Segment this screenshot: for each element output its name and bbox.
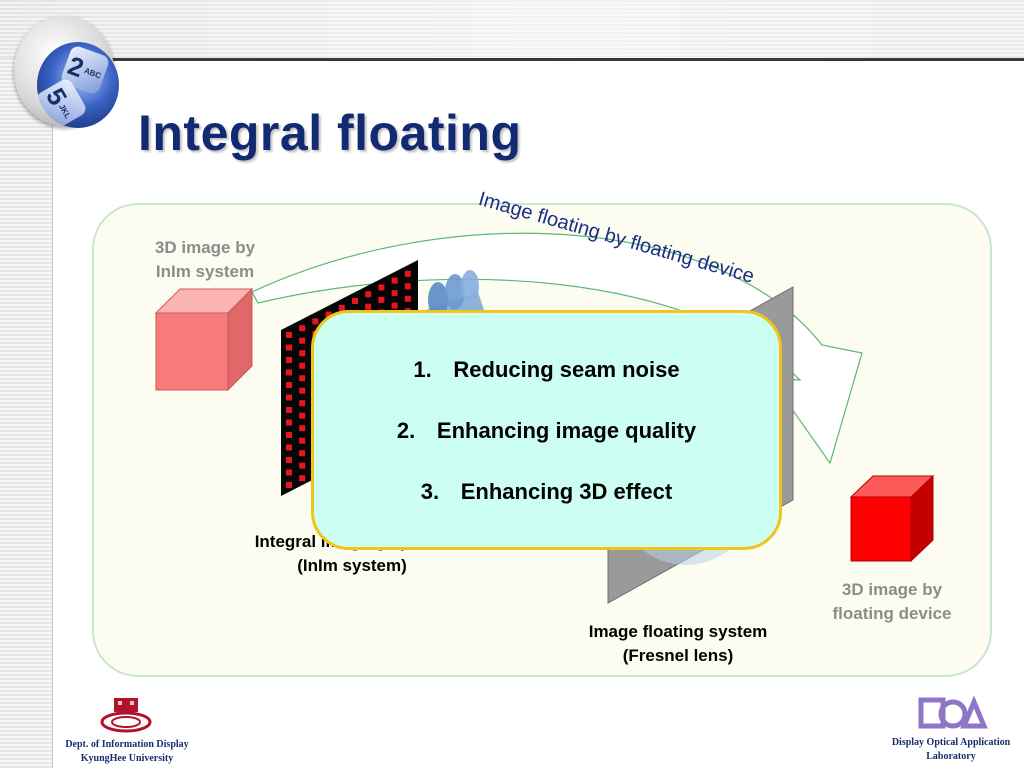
elemental-image-dot (286, 382, 292, 388)
lab-logo-icon (918, 695, 988, 729)
elemental-image-dot (286, 394, 292, 401)
elemental-image-dot (299, 425, 306, 432)
elemental-image-dot (299, 350, 306, 357)
benefit-item: 1.Reducing seam noise (413, 357, 680, 382)
floating-system-label: Image floating system (Fresnel lens) (558, 620, 798, 668)
floating-system-label-line-1: Image floating system (588, 622, 768, 641)
elemental-image-dot (286, 444, 292, 451)
footer-lab: Display Optical Application Laboratory (891, 737, 1011, 762)
elemental-image-dot (286, 457, 292, 463)
elemental-image-dot (391, 277, 398, 284)
benefit-item: 2.Enhancing image quality (396, 418, 697, 443)
floated-cube (849, 474, 935, 563)
elemental-image-dot (404, 270, 411, 277)
elemental-image-dot (299, 362, 306, 369)
elemental-image-dot (312, 318, 319, 325)
floated-label-line-2: floating device (832, 604, 952, 623)
floated-image-label: 3D image by floating device (812, 578, 972, 626)
elemental-image-dot (365, 303, 372, 310)
elemental-image-dot (299, 400, 306, 407)
elemental-image-dot (286, 369, 292, 376)
elemental-image-dot (391, 302, 398, 309)
elemental-image-dot (286, 344, 292, 351)
elemental-image-dot (378, 296, 385, 303)
benefit-item: 3.Enhancing 3D effect (420, 479, 673, 504)
university-emblem-icon (100, 698, 152, 733)
elemental-image-dot (286, 407, 292, 413)
elemental-image-dot (404, 295, 411, 302)
elemental-image-dot (286, 419, 292, 426)
elemental-image-dot (352, 298, 358, 304)
header-rule (60, 58, 1024, 61)
elemental-image-dot (286, 332, 292, 338)
elemental-image-dot (338, 304, 345, 311)
floating-arrow (251, 232, 863, 465)
source-label-line-1: 3D image by (154, 238, 256, 257)
elemental-image-dot (299, 387, 306, 394)
elemental-image-dot (286, 482, 292, 488)
benefits-callout: 1.Reducing seam noise 2.Enhancing image … (311, 310, 782, 550)
elemental-image-dot (286, 469, 292, 476)
footer-university: Dept. of Information Display KyungHee Un… (65, 739, 189, 764)
elemental-image-dot (365, 291, 372, 298)
elemental-image-dot (299, 437, 306, 444)
elemental-image-dot (299, 462, 306, 469)
source-label: 3D image by InIm system (140, 236, 270, 284)
elemental-image-dot (391, 290, 398, 297)
elemental-image-dot (404, 283, 411, 290)
left-band (0, 58, 52, 768)
elemental-image-dot (299, 450, 306, 457)
elemental-image-dot (286, 357, 292, 363)
elemental-image-dot (299, 475, 306, 482)
elemental-image-dot (286, 432, 292, 438)
source-cube (154, 287, 254, 392)
floating-system-label-line-2: (Fresnel lens) (622, 646, 734, 665)
source-label-line-2: InIm system (155, 262, 255, 281)
elemental-image-dot (299, 375, 306, 382)
floated-label-line-1: 3D image by (841, 580, 943, 599)
header-band (0, 0, 1024, 58)
elemental-image-dot (299, 337, 306, 344)
elemental-image-dot (378, 284, 385, 291)
inim-label-line-2: (InIm system) (297, 556, 407, 575)
slide-title: Integral floating (138, 105, 522, 161)
elemental-image-dot (299, 412, 306, 419)
left-rule (52, 100, 53, 768)
elemental-image-dot (299, 325, 306, 332)
